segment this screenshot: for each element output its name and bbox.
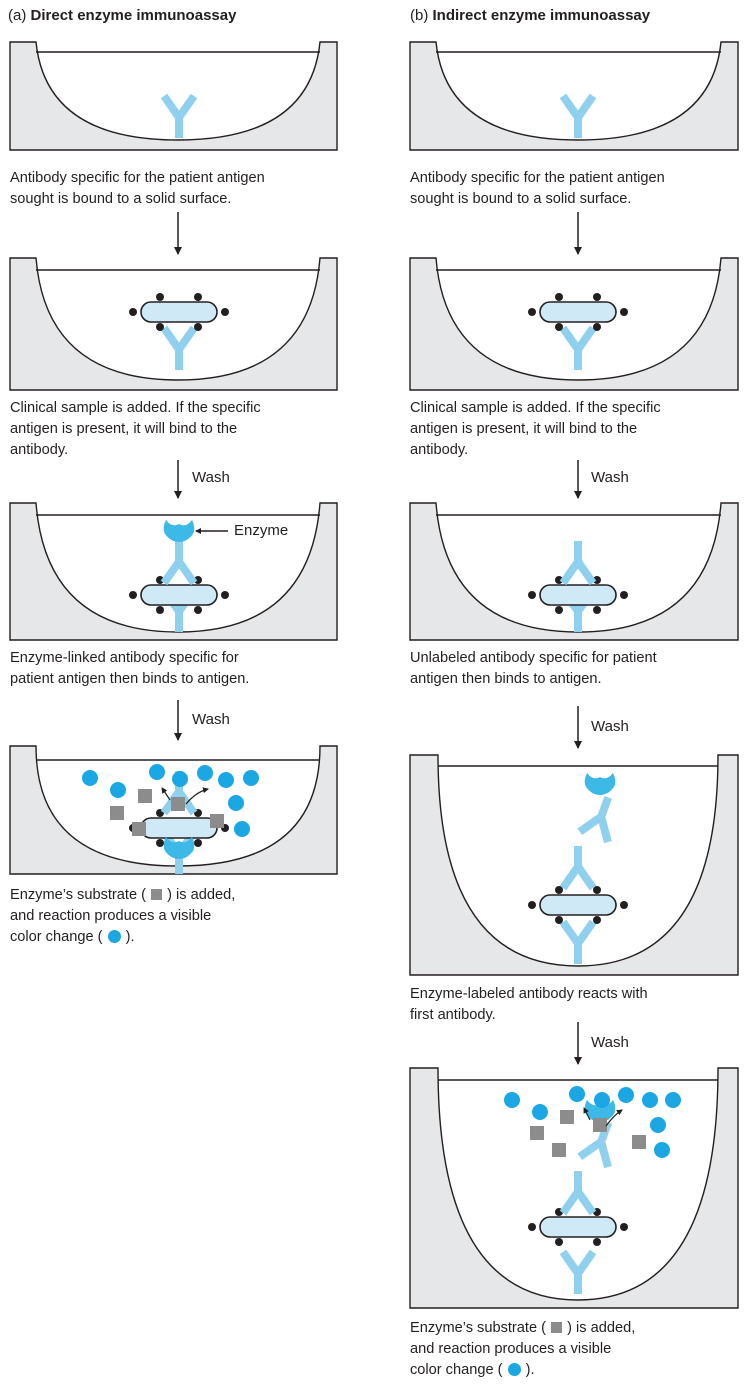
panel-b-title-text: Indirect enzyme immunoassay — [432, 7, 651, 24]
panel-b-title: (b) Indirect enzyme immunoassay — [410, 7, 650, 24]
capture-antibody — [563, 328, 593, 370]
caption-line: color change ( ). — [410, 1360, 635, 1381]
caption-line: antibody. — [410, 442, 469, 458]
caption-line: first antibody. — [410, 1007, 496, 1023]
caption-line: Antibody specific for the patient antige… — [10, 170, 265, 186]
capture-antibody — [563, 1252, 593, 1294]
wash-label-b3: Wash — [591, 1034, 629, 1051]
caption-text: Enzyme’s substrate ( — [410, 1320, 546, 1336]
caption-line: sought is bound to a solid surface. — [10, 191, 232, 207]
caption-line: Enzyme-labeled antibody reacts with — [410, 986, 648, 1002]
caption-line: Antibody specific for the patient antige… — [410, 170, 665, 186]
caption-a1: Antibody specific for the patient antige… — [10, 168, 265, 210]
substrate-squares — [110, 789, 224, 836]
wash-label-a2: Wash — [192, 711, 230, 728]
panel-b-letter: (b) — [410, 7, 429, 24]
unlabeled-antibody — [563, 846, 593, 888]
caption-line: antibody. — [10, 442, 69, 458]
wash-label-b2: Wash — [591, 718, 629, 735]
reaction-arrow — [605, 1109, 623, 1127]
substrate-square-icon — [151, 889, 163, 900]
antigen — [527, 1207, 629, 1247]
capture-antibody — [563, 922, 593, 964]
reaction-arrow — [185, 787, 209, 805]
enzyme-linked-antibody — [164, 541, 194, 583]
wash-label-b1: Wash — [591, 469, 629, 486]
caption-line: color change ( ). — [10, 927, 235, 948]
enzyme-icon — [584, 773, 616, 795]
well-b3 — [409, 502, 739, 641]
substrate-square-icon — [551, 1322, 563, 1333]
caption-text: ). — [525, 1362, 535, 1378]
antigen — [527, 292, 629, 332]
caption-b2: Clinical sample is added. If the specifi… — [410, 398, 661, 461]
well-b1 — [409, 41, 739, 151]
caption-line: sought is bound to a solid surface. — [410, 191, 632, 207]
reaction-arrow — [161, 787, 171, 801]
well-b2 — [409, 257, 739, 391]
caption-line: Enzyme’s substrate ( ) is added, — [10, 885, 235, 906]
caption-a4: Enzyme’s substrate ( ) is added, and rea… — [10, 885, 235, 948]
caption-text: color change ( — [10, 929, 103, 945]
caption-line: patient antigen then binds to antigen. — [10, 671, 250, 687]
color-products — [82, 764, 259, 837]
caption-line: antigen is present, it will bind to the — [410, 421, 638, 437]
caption-text: Enzyme’s substrate ( — [10, 887, 146, 903]
caption-b1: Antibody specific for the patient antige… — [410, 168, 665, 210]
antigen — [128, 292, 230, 332]
caption-line: Enzyme’s substrate ( ) is added, — [410, 1318, 635, 1339]
caption-line: Unlabeled antibody specific for patient — [410, 650, 657, 666]
capture-antibody — [563, 96, 593, 138]
caption-b3: Unlabeled antibody specific for patient … — [410, 648, 657, 690]
caption-line: Clinical sample is added. If the specifi… — [410, 400, 661, 416]
caption-a2: Clinical sample is added. If the specifi… — [10, 398, 261, 461]
panel-a-title-text: Direct enzyme immunoassay — [30, 7, 237, 24]
wash-label-a1: Wash — [192, 469, 230, 486]
caption-text: ) is added, — [167, 887, 236, 903]
capture-antibody — [164, 96, 194, 138]
well-a1 — [9, 41, 338, 151]
caption-line: antigen is present, it will bind to the — [10, 421, 238, 437]
caption-text: ). — [125, 929, 135, 945]
panel-a-letter: (a) — [8, 7, 27, 24]
caption-line: and reaction produces a visible — [410, 1341, 612, 1357]
well-b5 — [409, 1067, 739, 1309]
enzyme-labeled-antibody — [580, 792, 623, 842]
well-b4 — [409, 754, 739, 976]
enzyme-label: Enzyme — [234, 522, 289, 539]
caption-text: ) is added, — [567, 1320, 636, 1336]
unlabeled-antibody — [563, 541, 593, 583]
caption-text: color change ( — [410, 1362, 503, 1378]
product-circle-icon — [107, 930, 121, 943]
reaction-arrow — [583, 1107, 591, 1121]
caption-a3: Enzyme-linked antibody specific for pati… — [10, 648, 249, 690]
panel-a-title: (a) Direct enzyme immunoassay — [8, 7, 236, 24]
caption-b5: Enzyme’s substrate ( ) is added, and rea… — [410, 1318, 635, 1381]
well-a3 — [9, 502, 338, 641]
capture-antibody — [164, 328, 194, 370]
antigen — [527, 885, 629, 925]
well-a2 — [9, 257, 338, 391]
caption-line: antigen then binds to antigen. — [410, 671, 602, 687]
caption-b4: Enzyme-labeled antibody reacts with firs… — [410, 984, 648, 1026]
enzyme-icon — [163, 520, 195, 542]
well-a4 — [9, 745, 338, 874]
caption-line: Clinical sample is added. If the specifi… — [10, 400, 261, 416]
caption-line: Enzyme-linked antibody specific for — [10, 650, 239, 666]
caption-line: and reaction produces a visible — [10, 908, 212, 924]
unlabeled-antibody — [563, 1171, 593, 1213]
substrate-squares — [530, 1110, 646, 1157]
product-circle-icon — [507, 1363, 521, 1376]
color-products — [504, 1086, 681, 1158]
